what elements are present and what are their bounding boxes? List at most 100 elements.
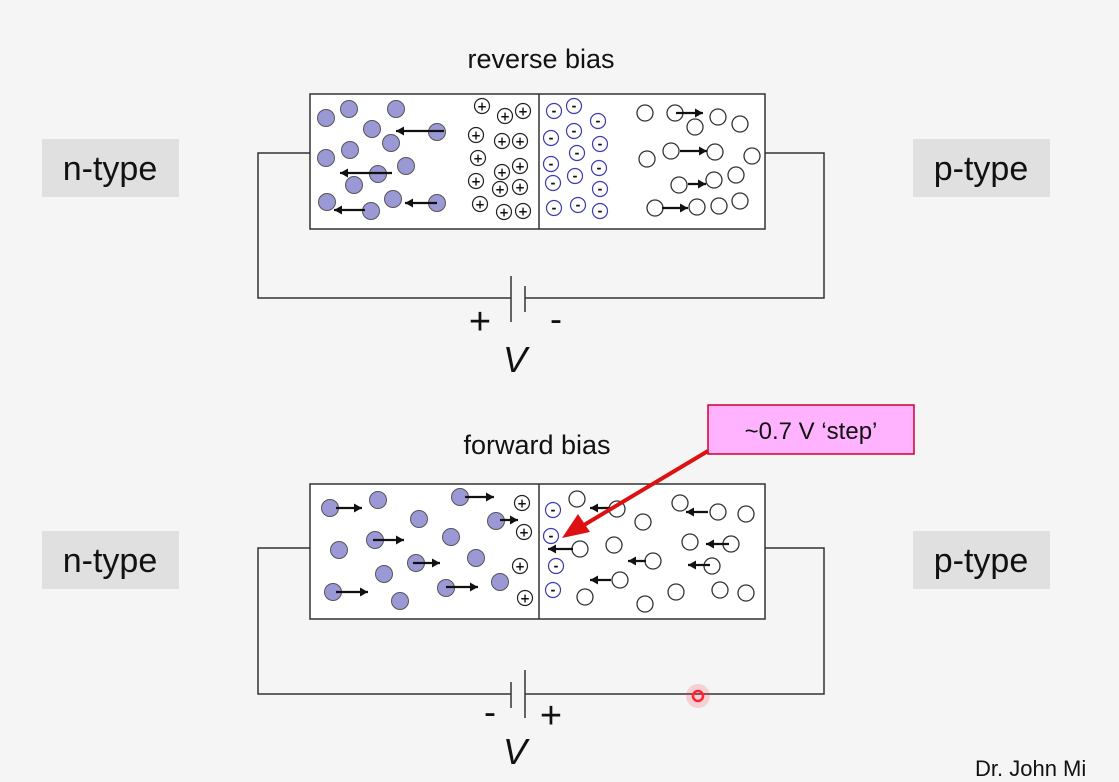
electron (330, 541, 348, 559)
positive-ion-sign: + (497, 166, 507, 180)
positive-ion (473, 97, 491, 115)
forward-n-type-label-box (42, 531, 179, 589)
carrier-arrowhead (699, 146, 707, 156)
positive-ion-sign: + (473, 152, 483, 166)
hole (568, 490, 586, 508)
positive-ion (493, 163, 511, 181)
forward-wire-right (525, 547, 825, 695)
positive-ion-sign: + (499, 206, 509, 220)
hole (686, 118, 704, 136)
negative-ion-sign: - (549, 157, 554, 171)
hole (667, 583, 685, 601)
hole (605, 536, 623, 554)
positive-ion-sign: + (517, 497, 527, 511)
hole (709, 503, 727, 521)
negative-ion-sign: - (575, 146, 580, 160)
electron (391, 592, 409, 610)
positive-ion-sign: + (515, 135, 525, 149)
negative-ion (568, 144, 586, 162)
hole (731, 115, 749, 133)
electron (382, 134, 400, 152)
positive-ion (513, 494, 531, 512)
positive-ion (491, 180, 509, 198)
reverse-battery (510, 276, 526, 322)
negative-ion (565, 122, 583, 140)
positive-ion-sign: + (515, 560, 525, 574)
electron (317, 109, 335, 127)
reverse-n-type-label-box (42, 139, 179, 197)
positive-ion-sign: + (515, 160, 525, 174)
negative-ion (591, 180, 609, 198)
electron (410, 510, 428, 528)
hole (743, 147, 761, 165)
reverse-negative-ions: --------------- (542, 97, 609, 220)
forward-bias-title: forward bias (463, 430, 610, 460)
positive-ion (469, 149, 487, 167)
negative-ion-sign: - (572, 124, 577, 138)
positive-ion (516, 589, 534, 607)
reverse-wire-left (257, 152, 511, 299)
negative-ion-sign: - (551, 583, 556, 597)
reverse-n-type-label: n-type (63, 150, 158, 188)
negative-ion-sign: - (598, 137, 603, 151)
carrier-arrowhead (628, 556, 636, 566)
negative-ion (589, 112, 607, 130)
reverse-positive-ions: +++++++++++++++ (467, 97, 532, 221)
negative-ion (565, 97, 583, 115)
positive-ion (511, 132, 529, 150)
hole (576, 588, 594, 606)
hole (688, 198, 706, 216)
carrier-arrowhead (680, 203, 688, 213)
hole (706, 143, 724, 161)
electron (375, 565, 393, 583)
forward-holes (568, 490, 755, 613)
carrier-arrowhead (396, 535, 404, 545)
negative-ion-sign: - (551, 503, 556, 517)
carrier-arrowhead (510, 515, 518, 525)
positive-ion (467, 126, 485, 144)
negative-ion (542, 527, 560, 545)
author-credit: Dr. John Mi (975, 756, 1087, 781)
negative-ion (542, 155, 560, 173)
forward-voltage-label: V (503, 731, 530, 772)
reverse-wire-right (525, 152, 825, 299)
positive-ion-sign: + (500, 110, 510, 124)
positive-ion-sign: + (515, 181, 525, 195)
positive-ion-sign: + (477, 100, 487, 114)
negative-ion (547, 557, 565, 575)
hole (638, 150, 656, 168)
step-callout: ~0.7 V ‘step’ (562, 404, 915, 538)
negative-ion (544, 581, 562, 599)
forward-n-type-label: n-type (63, 542, 158, 580)
reverse-p-type-label: p-type (934, 150, 1029, 188)
carrier-arrowhead (698, 179, 706, 189)
electron (467, 549, 485, 567)
carrier-arrowhead (695, 108, 703, 118)
forward-battery (510, 670, 526, 718)
positive-ion (514, 102, 532, 120)
step-callout-box (707, 404, 915, 455)
negative-ion-sign: - (551, 176, 556, 190)
hole (709, 108, 727, 126)
carrier-arrowhead (360, 587, 368, 597)
carrier-arrowhead (340, 168, 348, 178)
electron (442, 528, 460, 546)
carrier-arrowhead (590, 503, 598, 513)
hole (711, 581, 729, 599)
negative-ion-sign: - (572, 99, 577, 113)
reverse-battery-plus-sign: + (469, 301, 491, 343)
forward-negative-ions: ---- (542, 501, 565, 599)
positive-ion (511, 157, 529, 175)
carrier-arrowhead (432, 558, 440, 568)
negative-ion-sign: - (573, 169, 578, 183)
electron (387, 100, 405, 118)
carrier-arrowhead (405, 198, 413, 208)
positive-ion-sign: + (518, 105, 528, 119)
positive-ion-sign: + (475, 198, 485, 212)
electron (317, 149, 335, 167)
hole (662, 142, 680, 160)
electron (321, 499, 339, 517)
hole (644, 552, 662, 570)
cursor-indicator (691, 689, 705, 703)
positive-ion-sign: + (497, 135, 507, 149)
